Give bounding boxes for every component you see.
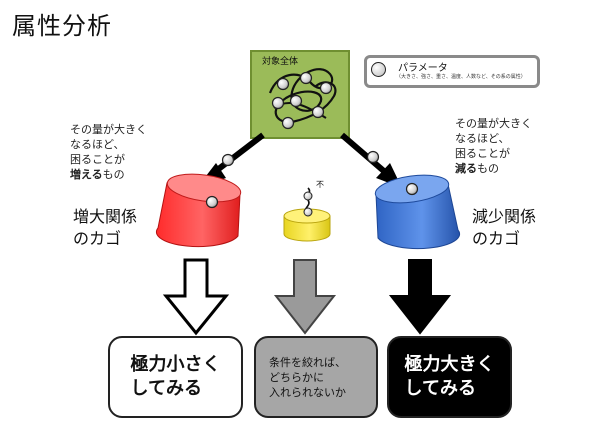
down-arrow-white [162, 258, 230, 336]
target-label: 対象全体 [262, 57, 299, 67]
decrease-basket-label: 減少関係 のカゴ [472, 207, 537, 248]
left-note-suffix: もの [102, 168, 125, 181]
legend-sublabel: （大きさ、強さ、重さ、温度、人数など、その系の属性） [396, 74, 526, 80]
right-note-line: 減るもの [455, 161, 532, 176]
blue-basket [374, 174, 461, 250]
conditional-text: 条件を絞れば、 どちらかに 入れられないか [269, 355, 346, 399]
down-arrow-gray [273, 259, 337, 335]
minimize-text: 極力小さく してみる [130, 354, 221, 399]
left-note-line: その量が大きく [70, 123, 147, 136]
right-note: その量が大きく なるほど、 困ることが 減るもの [455, 116, 532, 176]
minimize-box: 極力小さく してみる [108, 336, 243, 418]
increase-basket-label: 増大関係 のカゴ [73, 207, 138, 248]
parameter-ball-icon [371, 62, 386, 77]
left-note-line: 困ることが [70, 153, 125, 166]
legend-box [364, 55, 540, 88]
right-note-line: その量が大きく [455, 117, 532, 130]
conditional-box: 条件を絞れば、 どちらかに 入れられないか [254, 336, 378, 418]
legend-label: パラメータ [398, 63, 448, 74]
left-note-emphasis: 増える [70, 168, 103, 181]
left-note-line: なるほど、 [70, 138, 125, 151]
left-note: その量が大きく なるほど、 困ることが 増えるもの [70, 122, 147, 182]
maximize-text: 極力大きく してみる [404, 354, 495, 399]
left-note-line: 増えるもの [70, 167, 147, 182]
right-note-line: なるほど、 [455, 132, 510, 145]
right-note-suffix: もの [477, 162, 499, 175]
right-note-emphasis: 減る [455, 162, 477, 175]
red-basket [155, 173, 242, 248]
page-title: 属性分析 [12, 12, 112, 40]
neutral-mark: 不 [316, 180, 324, 189]
down-arrow-black [388, 259, 452, 335]
right-note-line: 困ることが [455, 147, 510, 160]
neutral-dish: 不 [283, 180, 331, 242]
maximize-box: 極力大きく してみる [387, 336, 512, 418]
target-square [250, 50, 350, 139]
